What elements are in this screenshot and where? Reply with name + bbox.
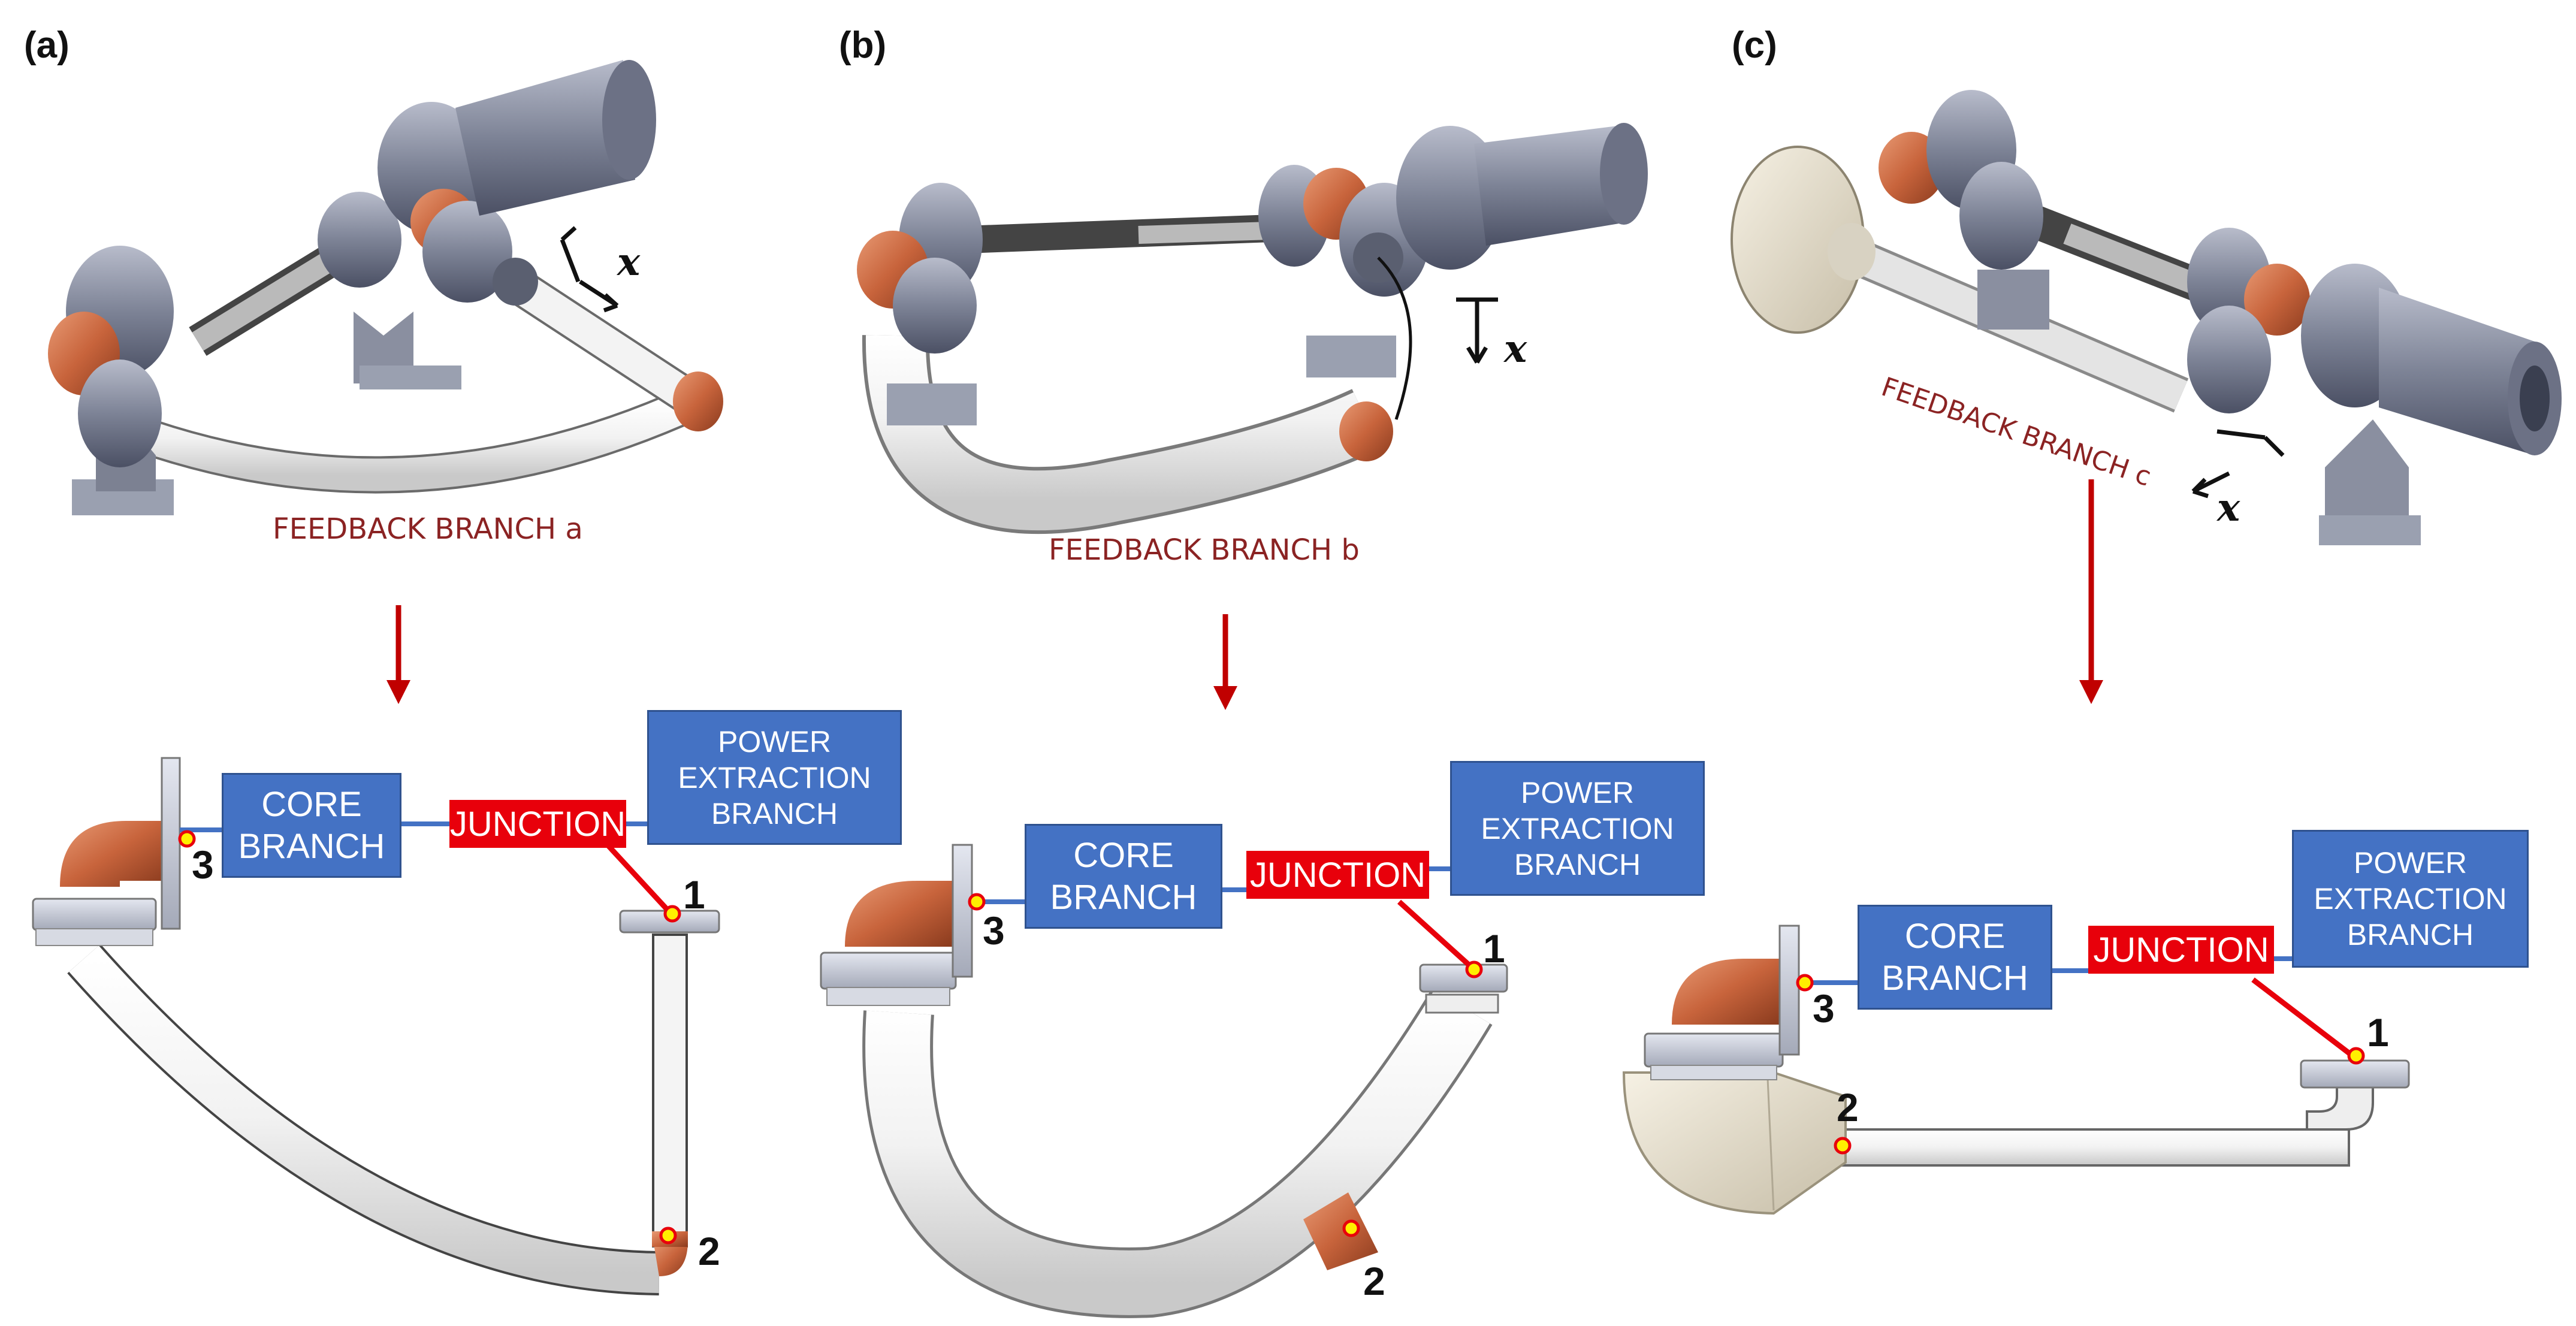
point-marker-2-c	[1834, 1137, 1852, 1155]
junction-box-c: JUNCTION	[2088, 926, 2274, 974]
schematic-c	[1622, 925, 2410, 1215]
point-marker-2-a	[659, 1227, 677, 1245]
schematic-a	[32, 757, 720, 1295]
axis-x-a: x	[617, 240, 641, 285]
axis-x-c: x	[2217, 485, 2240, 530]
point-label-3-a: 3	[192, 842, 214, 887]
point-label-2-a: 2	[698, 1229, 720, 1273]
axis-x-b: x	[1504, 327, 1527, 371]
panel-label-c: (c)	[1732, 25, 1777, 66]
point-marker-2-b	[1342, 1219, 1360, 1237]
junction-box-a: JUNCTION	[449, 800, 626, 848]
point-label-2-b: 2	[1363, 1259, 1385, 1303]
point-marker-1-a	[663, 905, 681, 923]
render-b	[857, 123, 1648, 534]
power-extraction-box-c: POWER EXTRACTION BRANCH	[2292, 830, 2529, 968]
arrow-c	[2079, 479, 2103, 704]
point-marker-3-b	[968, 893, 986, 911]
point-marker-3-c	[1796, 974, 1814, 992]
feedback-branch-a-label: FEEDBACK BRANCH a	[273, 512, 583, 546]
point-label-1-c: 1	[2367, 1010, 2389, 1055]
core-branch-box-b: CORE BRANCH	[1025, 824, 1222, 929]
schematic-b	[820, 844, 1508, 1318]
arrow-a	[386, 605, 410, 704]
point-label-3-b: 3	[983, 908, 1005, 953]
point-marker-3-a	[178, 830, 196, 848]
render-a	[48, 60, 723, 515]
panel-label-b: (b)	[839, 25, 887, 66]
arrow-b	[1213, 614, 1237, 710]
point-label-3-c: 3	[1813, 986, 1835, 1031]
point-label-2-c: 2	[1837, 1085, 1859, 1129]
render-c	[1731, 90, 2562, 545]
power-extraction-box-b: POWER EXTRACTION BRANCH	[1450, 761, 1705, 896]
point-marker-1-c	[2347, 1047, 2365, 1065]
feedback-branch-b-label: FEEDBACK BRANCH b	[1049, 533, 1360, 567]
panel-label-a: (a)	[24, 25, 70, 66]
junction-box-b: JUNCTION	[1246, 851, 1429, 899]
power-extraction-box-a: POWER EXTRACTION BRANCH	[647, 710, 902, 845]
point-marker-1-b	[1465, 960, 1483, 978]
core-branch-box-a: CORE BRANCH	[222, 773, 401, 878]
point-label-1-a: 1	[683, 872, 705, 917]
point-label-1-b: 1	[1483, 926, 1505, 971]
core-branch-box-c: CORE BRANCH	[1858, 905, 2052, 1010]
